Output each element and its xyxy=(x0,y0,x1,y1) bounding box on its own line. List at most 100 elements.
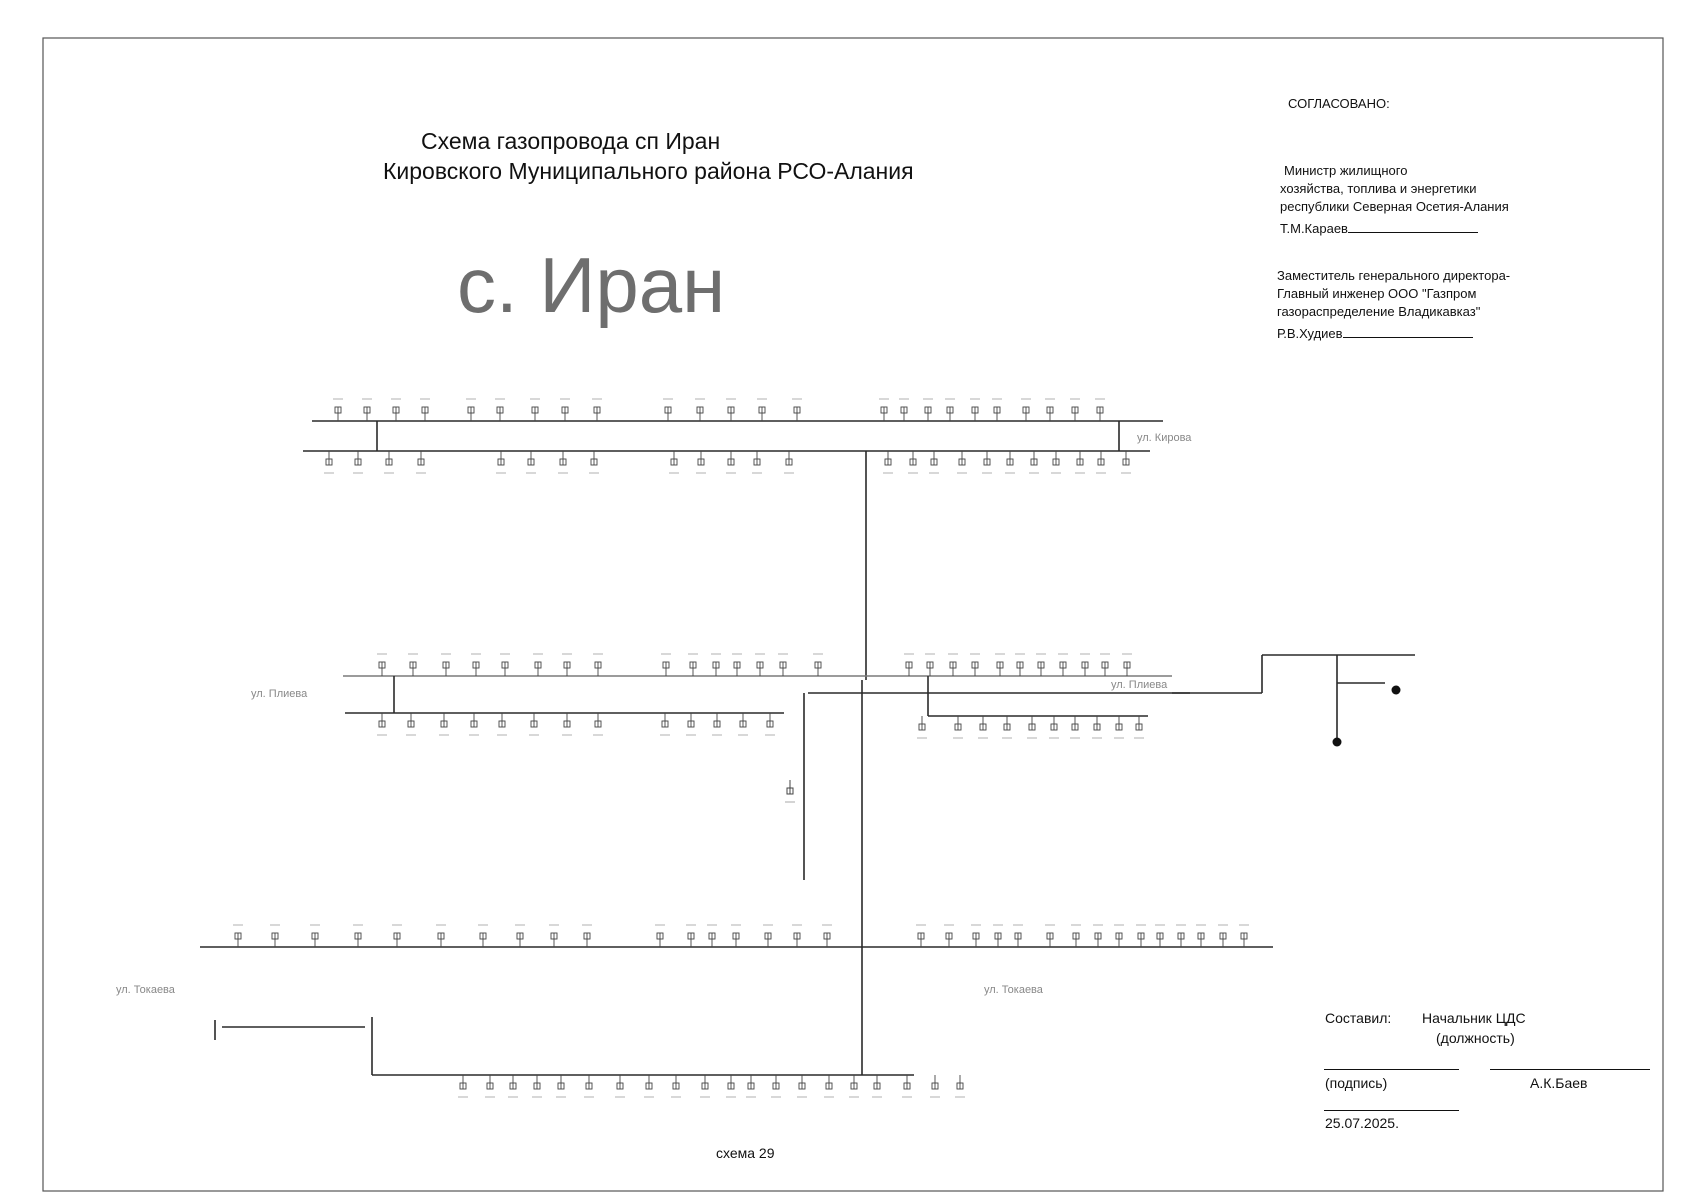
service-connection xyxy=(661,653,671,676)
service-connection xyxy=(615,1075,625,1098)
service-connection xyxy=(353,451,363,474)
service-connection xyxy=(792,398,802,421)
service-connection xyxy=(324,451,334,474)
composed-date: 25.07.2025. xyxy=(1325,1115,1399,1131)
service-connection xyxy=(925,653,935,676)
service-connection xyxy=(813,653,823,676)
engineer-signer: Р.В.Худиев xyxy=(1277,326,1343,341)
service-connection xyxy=(1196,924,1206,947)
service-connection xyxy=(797,1075,807,1098)
scheme-title-line2: Кировского Муниципального района РСО-Ала… xyxy=(383,158,914,184)
service-connection xyxy=(532,1075,542,1098)
minister-line-1: Министр жилищного xyxy=(1284,163,1408,178)
service-connection xyxy=(436,924,446,947)
service-connection xyxy=(549,924,559,947)
service-connection xyxy=(1155,924,1165,947)
service-connection xyxy=(917,716,927,739)
service-connection xyxy=(1045,924,1055,947)
service-connection xyxy=(663,398,673,421)
service-connection xyxy=(948,653,958,676)
composed-position-caption: (должность) xyxy=(1436,1030,1515,1046)
service-connection xyxy=(1005,451,1015,474)
service-connection xyxy=(560,398,570,421)
service-connection xyxy=(765,713,775,736)
service-connection xyxy=(562,713,572,736)
service-connection xyxy=(899,398,909,421)
service-connection xyxy=(738,713,748,736)
service-connection xyxy=(556,1075,566,1098)
service-connection xyxy=(589,451,599,474)
service-connection xyxy=(1071,924,1081,947)
service-connection xyxy=(849,1075,859,1098)
approval-block-engineer: Заместитель генерального директора- Глав… xyxy=(1277,267,1510,343)
minister-signature-line: Т.М.Караев xyxy=(1280,220,1509,238)
service-connection xyxy=(1045,398,1055,421)
name-rule xyxy=(1490,1069,1650,1070)
service-connection xyxy=(441,653,451,676)
service-connection xyxy=(872,1075,882,1098)
service-connection xyxy=(1021,398,1031,421)
service-connection xyxy=(529,713,539,736)
service-connection xyxy=(923,398,933,421)
service-connection xyxy=(726,1075,736,1098)
service-connection xyxy=(1080,653,1090,676)
service-connection xyxy=(1015,653,1025,676)
engineer-line-2: Главный инженер ООО "Газпром xyxy=(1277,286,1477,301)
service-connection xyxy=(792,924,802,947)
service-connection xyxy=(1093,924,1103,947)
service-connection xyxy=(669,451,679,474)
minister-signature-field xyxy=(1347,232,1478,233)
street-label-tokaeva-right: ул. Токаева xyxy=(984,984,1043,996)
service-connection xyxy=(508,1075,518,1098)
service-connection xyxy=(644,1075,654,1098)
service-connection xyxy=(993,924,1003,947)
service-connection xyxy=(1029,451,1039,474)
service-connection xyxy=(757,398,767,421)
service-connection xyxy=(1013,924,1023,947)
service-connection xyxy=(696,451,706,474)
service-connection xyxy=(392,924,402,947)
composed-label: Составил: xyxy=(1325,1010,1392,1026)
service-connection xyxy=(533,653,543,676)
service-connection xyxy=(655,924,665,947)
service-connection xyxy=(970,398,980,421)
service-connection xyxy=(558,451,568,474)
minister-line-3: республики Северная Осетия-Алания xyxy=(1280,199,1509,214)
engineer-line-3: газораспределение Владикавказ" xyxy=(1277,304,1481,319)
service-connection xyxy=(982,451,992,474)
engineer-line-1: Заместитель генерального директора- xyxy=(1277,268,1511,283)
service-connection xyxy=(1049,716,1059,739)
service-connection xyxy=(732,653,742,676)
service-connection xyxy=(778,653,788,676)
service-connection xyxy=(660,713,670,736)
regulator-point-lower xyxy=(1332,737,1342,747)
regulator-point-upper xyxy=(1391,685,1401,695)
service-connection xyxy=(879,398,889,421)
service-connection xyxy=(495,398,505,421)
service-connection xyxy=(1134,716,1144,739)
service-connection xyxy=(1176,924,1186,947)
service-connection xyxy=(953,716,963,739)
service-connection xyxy=(353,924,363,947)
service-connection xyxy=(530,398,540,421)
service-connection xyxy=(1070,716,1080,739)
service-connection xyxy=(439,713,449,736)
approval-heading: СОГЛАСОВАНО: xyxy=(1288,95,1390,113)
service-connection xyxy=(1075,451,1085,474)
signature-rule xyxy=(1324,1069,1459,1070)
service-connection xyxy=(406,713,416,736)
service-connection xyxy=(1096,451,1106,474)
service-connection xyxy=(686,924,696,947)
service-connection xyxy=(1114,924,1124,947)
service-connection xyxy=(822,924,832,947)
service-connection xyxy=(785,780,795,803)
service-connection xyxy=(478,924,488,947)
service-connection xyxy=(755,653,765,676)
street-label-tokaeva-left: ул. Токаева xyxy=(116,984,175,996)
service-connection xyxy=(1121,451,1131,474)
service-connection xyxy=(908,451,918,474)
service-connection xyxy=(992,398,1002,421)
service-connection xyxy=(1092,716,1102,739)
service-connection xyxy=(1070,398,1080,421)
